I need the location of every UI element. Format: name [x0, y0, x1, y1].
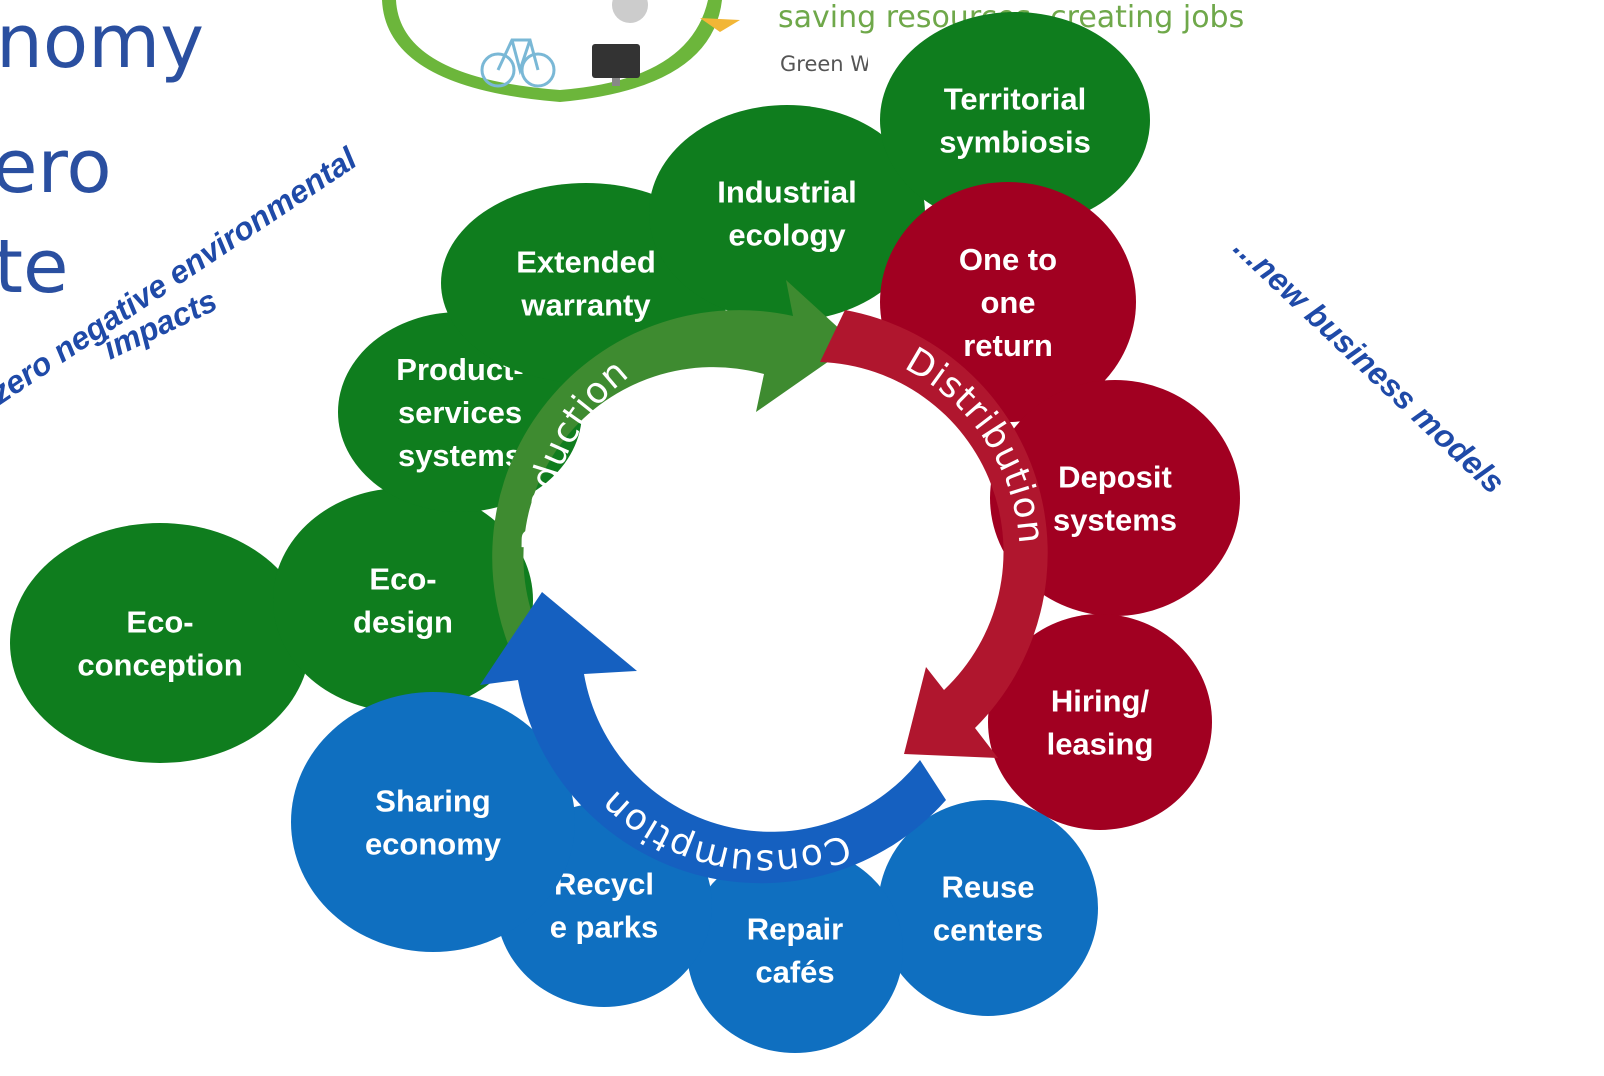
bubble-shape-eco-conception — [10, 523, 310, 763]
bubble-eco-design: Eco-design — [273, 488, 533, 712]
bubble-industrial-ecology: Industrial ecology — [649, 105, 925, 321]
bubbles-layer: Eco-conceptionEco-designProduct-services… — [10, 12, 1240, 1053]
bubble-label-deposit-systems-1: Deposit — [1058, 460, 1172, 495]
bubble-repair-cafes: Repair cafés — [687, 847, 903, 1053]
bubble-label-product-services-systems-3: systems — [398, 438, 522, 473]
bicycle-icon — [480, 38, 556, 88]
bubble-label-reuse-centers-2: centers — [933, 913, 1043, 948]
bubble-label-deposit-systems-2: systems — [1053, 503, 1177, 538]
bubble-shape-repair-cafes — [687, 847, 903, 1053]
bubble-label-repair-cafes-2: cafés — [755, 955, 834, 990]
monitor-icon — [592, 44, 640, 78]
bubble-shape-deposit-systems — [990, 380, 1240, 616]
bubble-shape-hiring-leasing — [988, 614, 1212, 830]
bubble-territorial-symbiosis: Territorial symbiosis — [880, 12, 1150, 228]
bubble-label-one-to-one-return-3: return — [963, 328, 1053, 363]
bubble-label-extended-warranty-1: Extended — [516, 245, 656, 280]
bubble-label-sharing-economy-1: Sharing — [375, 784, 490, 819]
bubble-label-one-to-one-return-2: one — [980, 285, 1035, 320]
bubble-shape-territorial-symbiosis — [880, 12, 1150, 228]
bubble-label-eco-design-2: design — [353, 605, 453, 640]
slide-title-line-3: te — [0, 224, 69, 310]
bubble-label-eco-conception-1: Eco- — [126, 605, 193, 640]
bubble-shape-eco-design — [273, 488, 533, 712]
bubble-label-territorial-symbiosis-2: symbiosis — [939, 125, 1091, 160]
bubble-label-recycle-parks-2: e parks — [550, 910, 659, 945]
bubble-label-reuse-centers-1: Reuse — [941, 870, 1034, 905]
right-side-label: ...new business models — [1227, 229, 1512, 501]
bubble-label-eco-conception-2: conception — [77, 648, 242, 683]
production-arrow-shape — [492, 280, 855, 647]
bubble-shape-sharing-economy — [291, 692, 575, 952]
bubble-reuse-centers: Reuse centers — [878, 800, 1098, 1016]
bubble-shape-reuse-centers — [878, 800, 1098, 1016]
consumption-arrow-shape — [480, 592, 946, 884]
bubble-label-hiring-leasing-2: leasing — [1047, 727, 1154, 762]
bubble-label-industrial-ecology-1: Industrial — [717, 175, 857, 210]
bubble-label-hiring-leasing-1: Hiring/ — [1051, 684, 1150, 719]
bubble-label-product-services-systems-2: services — [398, 395, 522, 430]
bubble-hiring-leasing: Hiring/leasing — [988, 614, 1212, 830]
logo-illustration — [372, 0, 740, 110]
slide-title-line-1: nomy — [0, 0, 205, 85]
bubble-label-one-to-one-return-1: One to — [959, 242, 1057, 277]
bubble-sharing-economy: Sharing economy — [291, 692, 575, 952]
bubble-eco-conception: Eco-conception — [10, 523, 310, 763]
appliance-icon — [612, 0, 648, 23]
arrow-accent-icon — [700, 18, 740, 32]
slide-title-line-2: ero — [0, 124, 112, 210]
bubble-label-industrial-ecology-2: ecology — [728, 218, 846, 253]
bubble-label-repair-cafes-1: Repair — [747, 912, 843, 947]
bubble-label-sharing-economy-2: economy — [365, 827, 502, 862]
bubble-label-extended-warranty-2: warranty — [520, 288, 651, 323]
bubble-label-territorial-symbiosis-1: Territorial — [944, 82, 1086, 117]
distribution-arrow-shape — [820, 310, 1048, 758]
left-side-label-line-1: zero negative environmental — [0, 140, 364, 412]
bubble-label-recycle-parks-1: Recycl — [554, 867, 654, 902]
bubble-label-eco-design-1: Eco- — [369, 562, 436, 597]
bubble-shape-industrial-ecology — [649, 105, 925, 321]
bubble-deposit-systems: Deposit systems — [990, 380, 1240, 616]
